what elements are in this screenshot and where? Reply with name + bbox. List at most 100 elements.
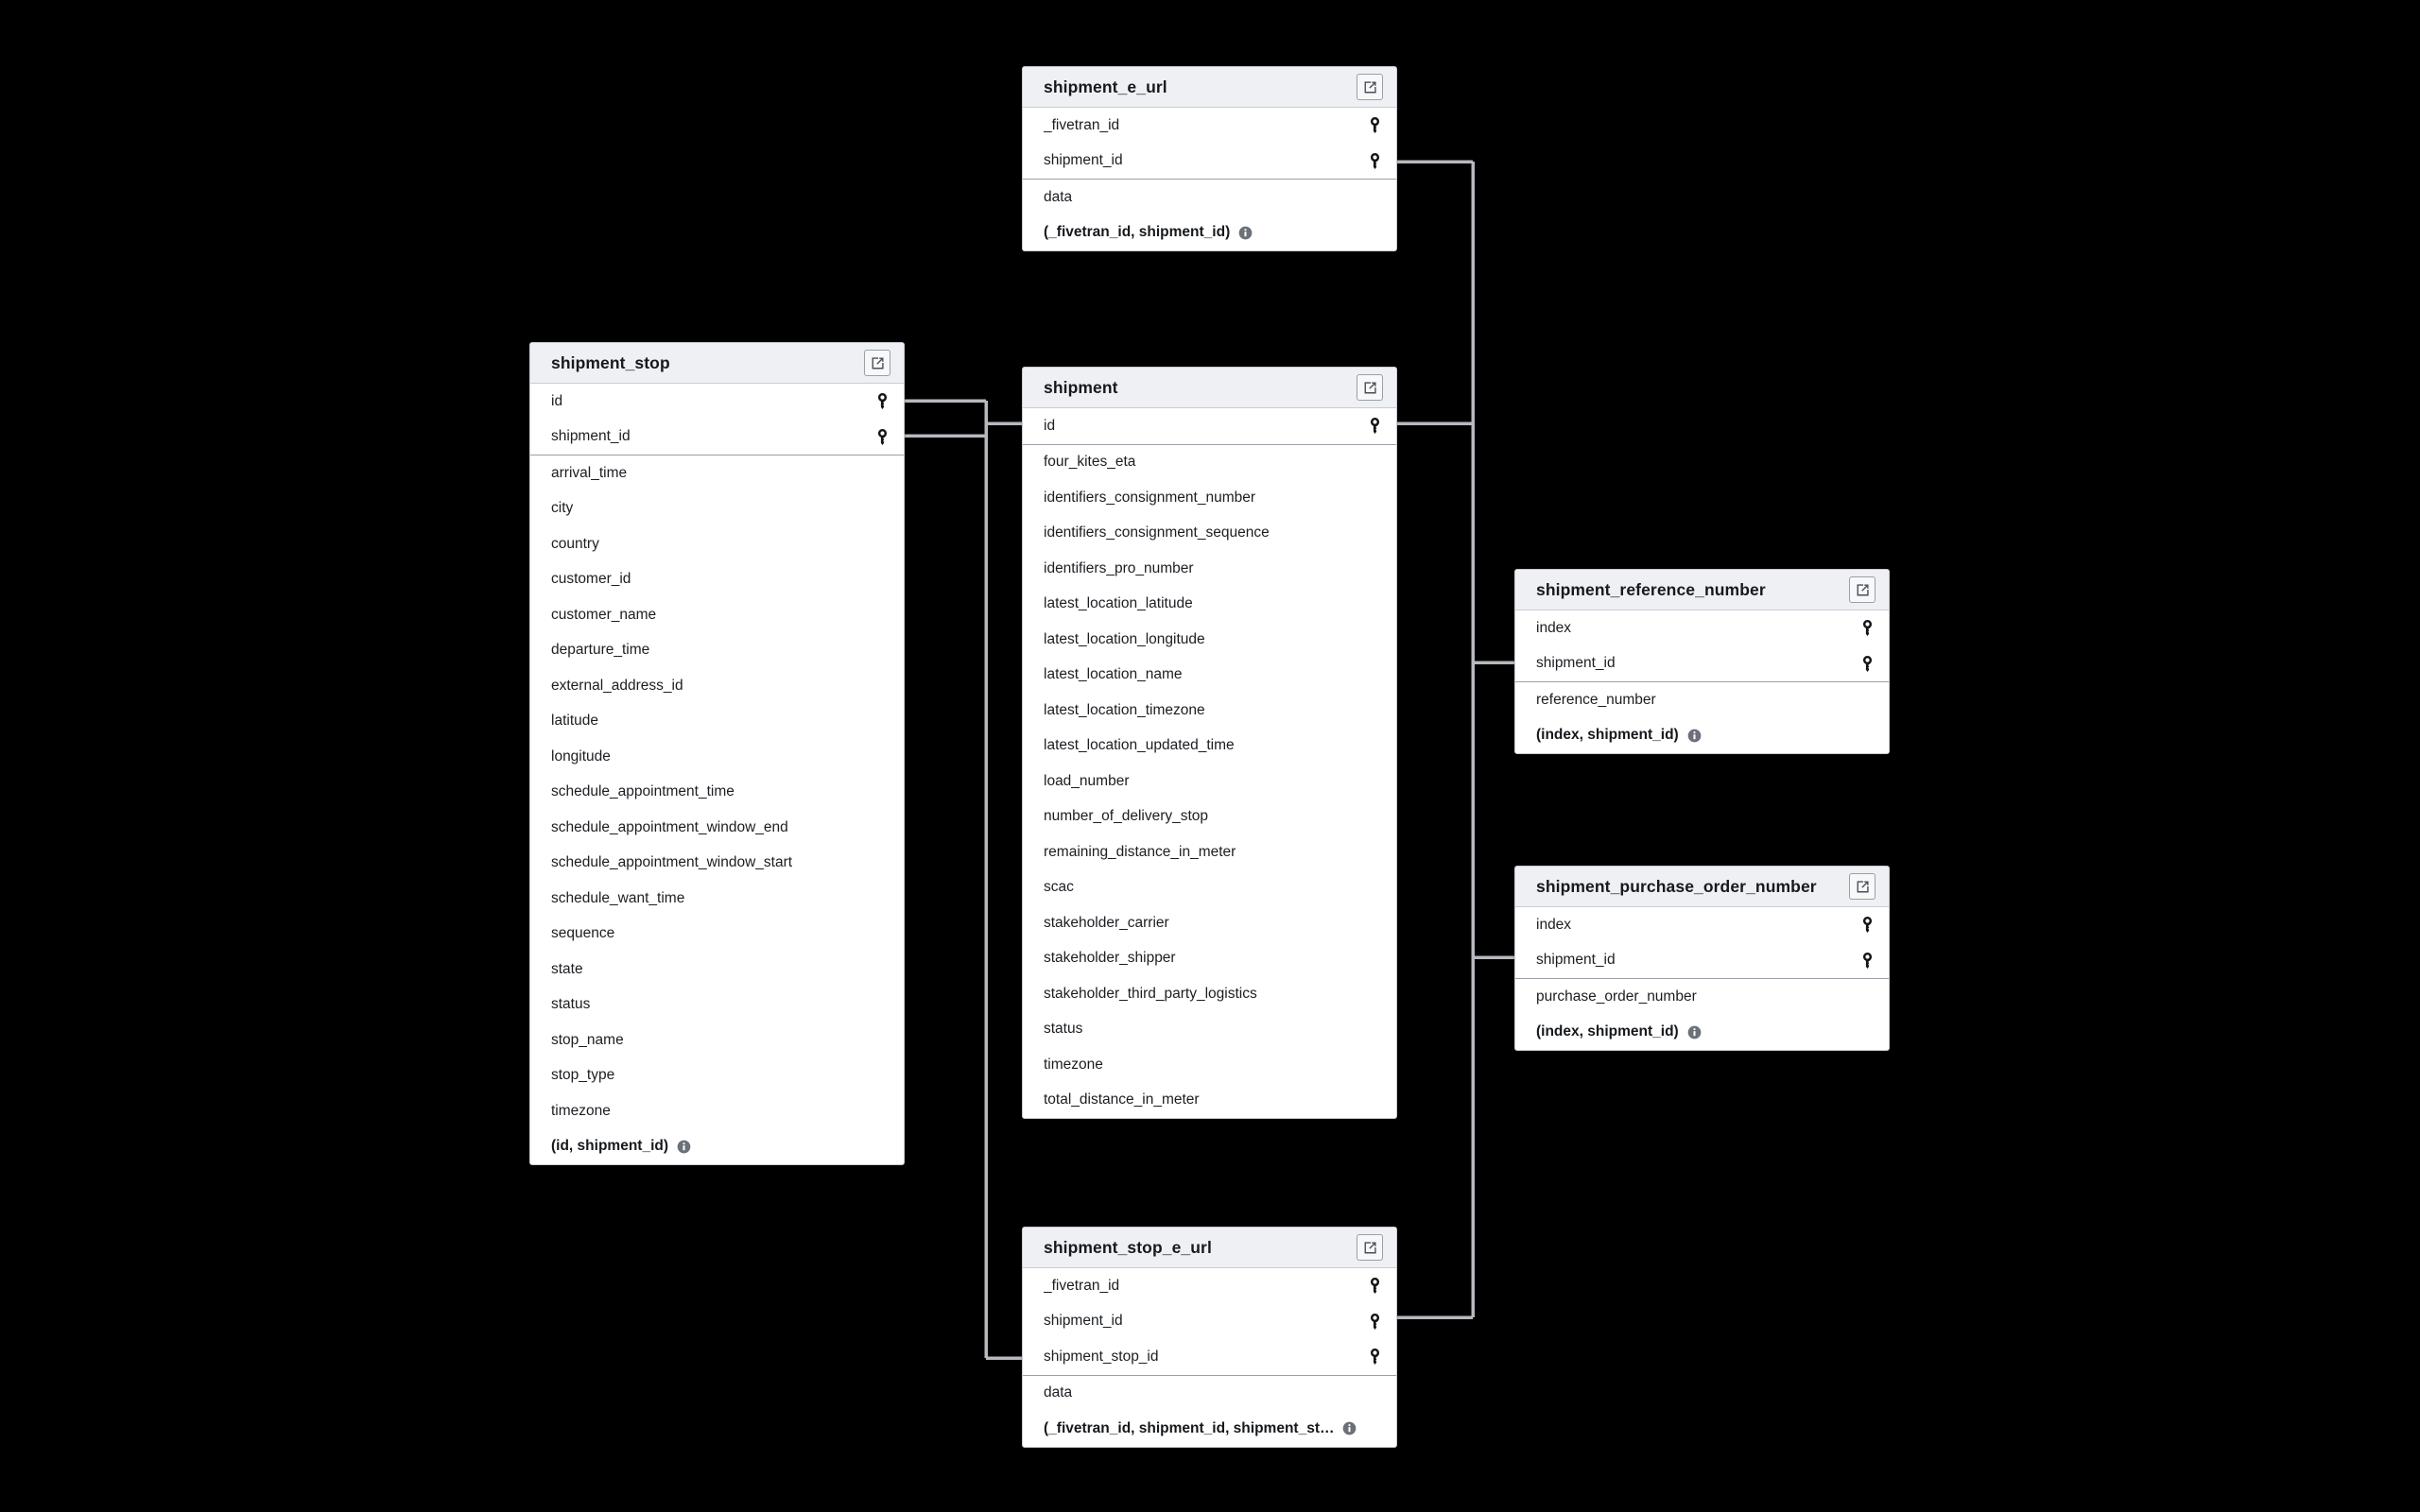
- field-row[interactable]: schedule_appointment_time: [530, 775, 904, 811]
- field-row[interactable]: identifiers_consignment_sequence: [1023, 516, 1396, 552]
- composite-key-row[interactable]: (index, shipment_id): [1515, 718, 1889, 754]
- field-row[interactable]: customer_name: [530, 597, 904, 633]
- field-row[interactable]: latest_location_longitude: [1023, 622, 1396, 658]
- field-name: schedule_appointment_time: [551, 783, 735, 800]
- field-row[interactable]: shipment_id: [1515, 943, 1889, 979]
- key-icon: [1371, 1278, 1379, 1295]
- info-icon[interactable]: [1238, 226, 1253, 240]
- field-row[interactable]: sequence: [530, 917, 904, 953]
- field-name: stakeholder_carrier: [1044, 914, 1169, 931]
- field-name: _fivetran_id: [1044, 116, 1120, 133]
- field-row[interactable]: timezone: [1023, 1047, 1396, 1083]
- key-icon: [878, 428, 887, 445]
- field-row[interactable]: _fivetran_id: [1023, 108, 1396, 144]
- field-row[interactable]: shipment_id: [530, 420, 904, 455]
- open-entity-button[interactable]: [1357, 1234, 1383, 1261]
- composite-key-row[interactable]: (index, shipment_id): [1515, 1015, 1889, 1051]
- key-slot: [1857, 952, 1874, 969]
- field-row[interactable]: latest_location_updated_time: [1023, 729, 1396, 765]
- field-row[interactable]: scac: [1023, 870, 1396, 906]
- field-row[interactable]: _fivetran_id: [1023, 1268, 1396, 1304]
- entity-header: shipment_stop_e_url: [1023, 1228, 1396, 1268]
- composite-key-row[interactable]: (id, shipment_id): [530, 1129, 904, 1165]
- field-row[interactable]: shipment_id: [1023, 144, 1396, 180]
- field-row[interactable]: index: [1515, 610, 1889, 646]
- field-row[interactable]: state: [530, 952, 904, 988]
- field-row[interactable]: purchase_order_number: [1515, 979, 1889, 1015]
- field-row[interactable]: stakeholder_third_party_logistics: [1023, 976, 1396, 1012]
- field-row[interactable]: timezone: [530, 1093, 904, 1129]
- field-row[interactable]: id: [1023, 408, 1396, 444]
- open-entity-button[interactable]: [1357, 74, 1383, 100]
- info-icon[interactable]: [677, 1140, 691, 1154]
- field-row[interactable]: latitude: [530, 704, 904, 740]
- field-name: schedule_appointment_window_start: [551, 854, 793, 871]
- field-row[interactable]: four_kites_eta: [1023, 445, 1396, 481]
- info-icon[interactable]: [1687, 729, 1702, 743]
- open-entity-button[interactable]: [864, 350, 890, 376]
- info-icon[interactable]: [1687, 1025, 1702, 1040]
- field-row[interactable]: customer_id: [530, 562, 904, 598]
- composite-key-label: (index, shipment_id): [1536, 727, 1679, 744]
- open-entity-button[interactable]: [1849, 873, 1876, 900]
- open-entity-button[interactable]: [1849, 576, 1876, 603]
- field-row[interactable]: longitude: [530, 739, 904, 775]
- key-slot: [1364, 1349, 1381, 1366]
- key-icon: [878, 393, 887, 410]
- field-row[interactable]: id: [530, 384, 904, 420]
- field-row[interactable]: external_address_id: [530, 668, 904, 704]
- field-row[interactable]: stakeholder_shipper: [1023, 941, 1396, 977]
- field-name: schedule_want_time: [551, 889, 685, 906]
- field-name: scac: [1044, 879, 1074, 896]
- field-row[interactable]: status: [1023, 1012, 1396, 1048]
- field-row[interactable]: departure_time: [530, 633, 904, 669]
- key-icon: [1863, 952, 1872, 969]
- field-row[interactable]: latest_location_timezone: [1023, 693, 1396, 729]
- field-row[interactable]: total_distance_in_meter: [1023, 1083, 1396, 1119]
- field-row[interactable]: status: [530, 988, 904, 1023]
- field-row[interactable]: shipment_id: [1023, 1304, 1396, 1340]
- field-row[interactable]: stop_name: [530, 1022, 904, 1058]
- field-block: data(_fivetran_id, shipment_id): [1023, 180, 1396, 250]
- field-row[interactable]: data: [1023, 1376, 1396, 1412]
- open-entity-button[interactable]: [1357, 374, 1383, 401]
- key-icon: [1371, 1313, 1379, 1330]
- composite-key-row[interactable]: (_fivetran_id, shipment_id): [1023, 215, 1396, 251]
- field-row[interactable]: remaining_distance_in_meter: [1023, 834, 1396, 870]
- field-row[interactable]: schedule_want_time: [530, 881, 904, 917]
- field-row[interactable]: stop_type: [530, 1058, 904, 1094]
- external-link-icon: [1364, 80, 1376, 93]
- field-row[interactable]: reference_number: [1515, 682, 1889, 718]
- field-row[interactable]: shipment_stop_id: [1023, 1339, 1396, 1375]
- composite-key-label: (id, shipment_id): [551, 1138, 668, 1155]
- field-row[interactable]: data: [1023, 180, 1396, 215]
- field-name: id: [1044, 417, 1056, 434]
- field-row[interactable]: country: [530, 526, 904, 562]
- field-row[interactable]: arrival_time: [530, 455, 904, 491]
- key-icon: [1371, 1349, 1379, 1366]
- field-row[interactable]: latest_location_latitude: [1023, 587, 1396, 623]
- field-row[interactable]: load_number: [1023, 764, 1396, 799]
- field-row[interactable]: shipment_id: [1515, 646, 1889, 682]
- field-row[interactable]: city: [530, 491, 904, 527]
- field-row[interactable]: index: [1515, 907, 1889, 943]
- composite-key-row[interactable]: (_fivetran_id, shipment_id, shipment_st…: [1023, 1411, 1396, 1447]
- field-row[interactable]: schedule_appointment_window_end: [530, 810, 904, 846]
- field-row[interactable]: number_of_delivery_stop: [1023, 799, 1396, 835]
- field-row[interactable]: identifiers_consignment_number: [1023, 480, 1396, 516]
- field-row[interactable]: schedule_appointment_window_start: [530, 846, 904, 882]
- field-row[interactable]: identifiers_pro_number: [1023, 551, 1396, 587]
- field-name: latest_location_timezone: [1044, 701, 1205, 718]
- field-row[interactable]: latest_location_name: [1023, 658, 1396, 694]
- entity-title: shipment_purchase_order_number: [1536, 876, 1817, 896]
- field-name: id: [551, 392, 563, 409]
- field-row[interactable]: stakeholder_carrier: [1023, 905, 1396, 941]
- info-icon[interactable]: [1342, 1421, 1357, 1435]
